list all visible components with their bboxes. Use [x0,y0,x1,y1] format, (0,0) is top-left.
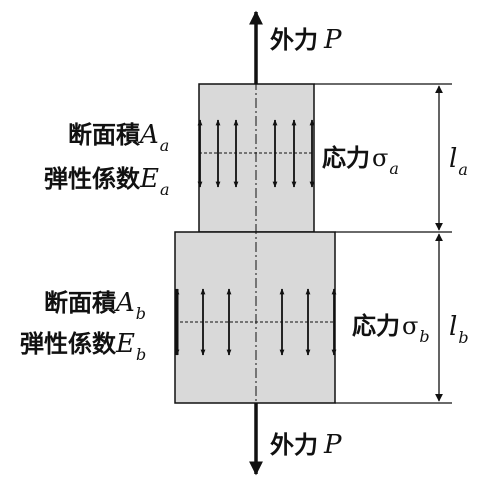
stress-b-text: 応力 [352,312,400,340]
area-a-label: 断面積Aa [68,120,169,154]
modulus-a-subscript: a [159,180,170,199]
area-a-subscript: a [159,136,170,155]
length-b-subscript: b [458,328,469,347]
stress-a-subscript: a [389,159,399,178]
stress-b-symbol: σ [402,312,419,340]
bottom-force-symbol: P [324,430,342,460]
modulus-b-label: 弾性係数Eb [20,329,146,363]
length-a-subscript: a [458,160,468,179]
stress-b-label: 応力σb [352,312,430,345]
modulus-a-symbol: E [140,164,159,194]
stress-arrows-a [197,119,315,188]
length-a-label: la [449,144,468,178]
length-b-symbol: l [449,312,458,342]
modulus-b-symbol: E [116,329,135,359]
stress-arrows-b [174,288,337,356]
modulus-b-subscript: b [135,345,147,364]
area-b-text: 断面積 [44,289,116,317]
area-b-label: 断面積Ab [44,288,146,322]
modulus-b-text: 弾性係数 [20,330,116,358]
lower-bar-b [174,231,336,404]
top-force-symbol: P [324,25,342,55]
length-b-label: lb [449,312,469,346]
area-b-symbol: A [116,288,135,318]
area-a-text: 断面積 [68,121,140,149]
bottom-force-text: 外力 [270,431,318,459]
modulus-a-text: 弾性係数 [44,165,140,193]
area-b-subscript: b [135,304,147,323]
length-a-symbol: l [449,144,458,174]
stress-a-text: 応力 [322,144,370,172]
dimension-extension-lines [314,83,452,404]
stress-a-symbol: σ [372,144,389,172]
area-a-symbol: A [140,120,159,150]
stress-a-label: 応力σa [322,144,399,177]
stress-b-subscript: b [419,327,430,346]
top-force-text: 外力 [270,26,318,54]
modulus-a-label: 弾性係数Ea [44,164,170,198]
